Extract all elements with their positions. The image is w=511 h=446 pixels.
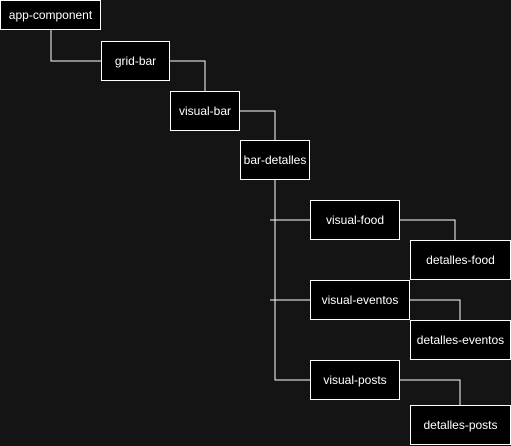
node-detalles-food[interactable]: detalles-food — [410, 240, 511, 280]
connector-bar-detalles-visual-eventos — [274, 220, 310, 301]
node-visual-posts[interactable]: visual-posts — [310, 360, 400, 400]
connector-bar-detalles-visual-posts — [274, 300, 310, 381]
node-detalles-eventos[interactable]: detalles-eventos — [410, 320, 511, 360]
node-visual-food[interactable]: visual-food — [310, 200, 400, 240]
connector-visual-eventos-detalles-eventos — [410, 299, 461, 320]
node-detalles-posts[interactable]: detalles-posts — [410, 405, 511, 445]
connector-grid-visual-bar — [170, 60, 206, 91]
connector-bar-detalles-visual-food — [274, 180, 310, 221]
node-visual-eventos[interactable]: visual-eventos — [310, 280, 410, 320]
connector-app-grid — [50, 30, 101, 62]
connector-visual-posts-detalles-posts — [400, 379, 461, 405]
connector-visual-bar-bar-detalles — [240, 110, 276, 140]
node-visual-bar[interactable]: visual-bar — [170, 91, 240, 131]
node-grid-bar[interactable]: grid-bar — [101, 41, 170, 81]
node-bar-detalles[interactable]: bar-detalles — [240, 140, 310, 180]
connector-visual-food-detalles-food — [400, 219, 456, 240]
node-app-component[interactable]: app-component — [0, 0, 101, 30]
